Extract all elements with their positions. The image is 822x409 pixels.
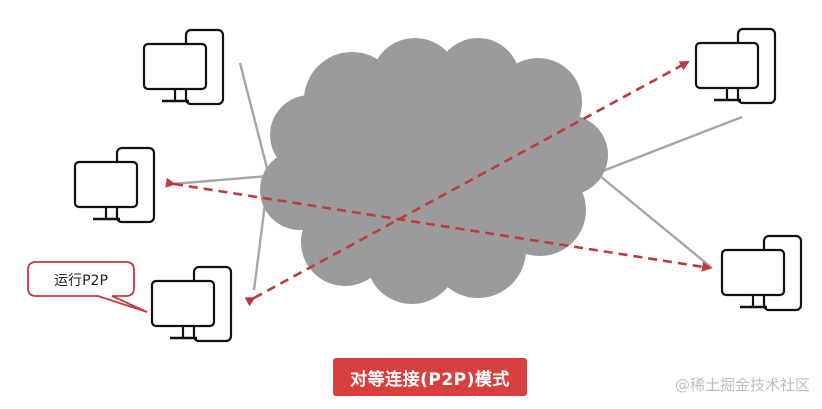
computer-bottom-right (720, 234, 803, 312)
computer-bottom-left (150, 265, 233, 343)
wire-top-left (238, 62, 270, 173)
callout-bubble: 运行P2P (27, 261, 148, 313)
p2p-links (165, 60, 712, 307)
computer-top-left (142, 28, 225, 106)
internet-cloud (260, 38, 608, 304)
p2p-link-middleleft-to-bottomright (165, 177, 712, 272)
callout-label: 运行P2P (54, 273, 108, 289)
watermark: @稀土掘金技术社区 (674, 376, 810, 394)
wire-bottom-right (599, 175, 713, 269)
diagram-title: 对等连接(P2P)模式 (333, 358, 527, 396)
computer-middle-left (73, 146, 156, 224)
wire-middle-left (172, 174, 269, 186)
computer-top-right (694, 27, 777, 105)
wire-top-right (599, 115, 743, 174)
